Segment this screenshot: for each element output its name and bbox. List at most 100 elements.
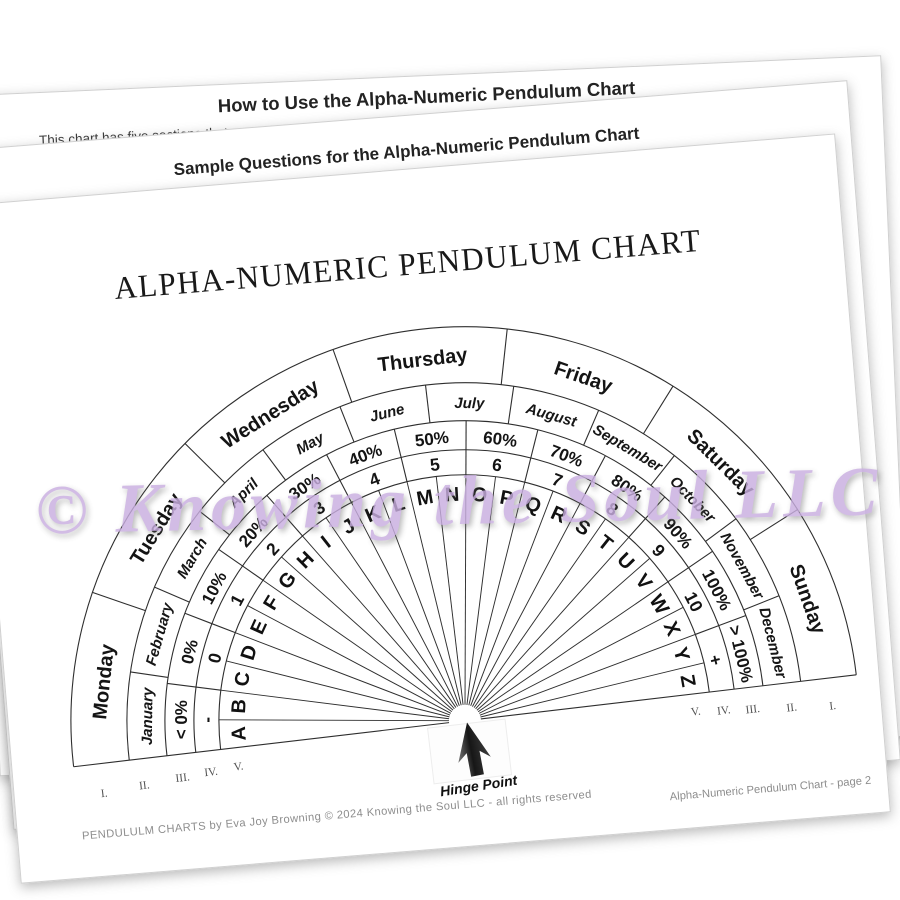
letter-label: O	[471, 484, 488, 507]
letter-label: R	[547, 502, 570, 528]
sector-divider	[285, 516, 303, 537]
ring-numeral: III.	[745, 703, 761, 717]
letter-ray	[468, 482, 526, 706]
letter-label: K	[362, 501, 385, 527]
percent-label: < 0%	[172, 700, 191, 739]
letter-label: Q	[522, 492, 543, 518]
ring-numeral: I.	[829, 700, 837, 713]
ring-numeral: I.	[100, 788, 108, 801]
sector-divider	[339, 406, 355, 443]
sector-divider	[743, 595, 780, 611]
letter-label: F	[259, 592, 284, 614]
percent-label: 70%	[547, 441, 586, 471]
letter-ray	[479, 633, 696, 716]
ring-numeral: V.	[690, 706, 701, 719]
fan-edge-line	[480, 674, 857, 720]
number-label: +	[705, 653, 727, 668]
number-label: 4	[366, 468, 382, 490]
sector-divider	[184, 443, 226, 484]
percent-label: 50%	[414, 428, 450, 451]
letter-label: L	[389, 492, 407, 517]
letter-ray	[226, 660, 450, 718]
sector-divider	[591, 455, 606, 482]
ring-numeral: IV.	[204, 766, 219, 780]
letter-ray	[351, 502, 458, 707]
ring-arc	[70, 326, 857, 767]
letter-label: G	[274, 568, 301, 594]
letter-ray	[220, 689, 450, 720]
letter-ray	[281, 556, 454, 711]
letter-ray	[406, 481, 462, 706]
sector-divider	[339, 480, 352, 503]
sector-divider	[688, 550, 713, 569]
letter-ray	[218, 719, 449, 722]
sector-divider	[524, 457, 532, 483]
sector-divider	[695, 625, 719, 635]
letter-ray	[325, 517, 457, 708]
percent-label: 40%	[346, 440, 385, 470]
letter-ray	[235, 632, 451, 716]
sector-divider	[650, 455, 675, 486]
letter-label: C	[231, 670, 255, 688]
letter-label: S	[571, 515, 594, 541]
letter-label: J	[338, 515, 359, 540]
sector-divider	[242, 565, 264, 581]
ring-numeral: III.	[175, 771, 191, 785]
number-label: -	[197, 717, 217, 723]
letter-label: P	[498, 487, 515, 511]
letter-label: D	[237, 642, 262, 662]
sector-divider	[400, 457, 408, 482]
letter-label: X	[659, 618, 685, 640]
letter-ray	[478, 606, 684, 714]
day-label: Tuesday	[126, 489, 187, 569]
sector-divider	[184, 612, 213, 625]
letter-label: E	[246, 617, 272, 638]
sector-divider	[749, 509, 798, 541]
day-label: Monday	[89, 642, 119, 720]
sector-divider	[195, 686, 221, 691]
letter-ray	[480, 662, 705, 718]
ring-arc	[193, 449, 735, 753]
sector-divider	[92, 591, 146, 612]
day-label: Friday	[551, 357, 616, 398]
letter-ray	[262, 579, 453, 713]
month-label: June	[368, 401, 406, 426]
sector-divider	[718, 614, 747, 627]
month-label: September	[590, 421, 666, 476]
sector-divider	[424, 385, 431, 423]
letter-ray	[378, 490, 460, 706]
letter-ray	[464, 474, 467, 705]
fan-edge-line	[73, 722, 450, 768]
sector-divider	[530, 429, 539, 459]
letter-label: B	[228, 698, 251, 714]
sector-divider	[154, 586, 190, 603]
sector-divider	[645, 496, 666, 519]
letter-ray	[470, 490, 554, 707]
month-label: April	[225, 475, 263, 512]
sector-divider	[167, 682, 197, 688]
sector-divider	[262, 449, 287, 481]
month-label: May	[293, 429, 327, 458]
hinge-arrow-icon	[458, 722, 491, 777]
letter-label: A	[228, 726, 251, 742]
sector-divider	[705, 518, 737, 542]
number-label: 9	[648, 540, 670, 561]
letter-label: N	[444, 484, 460, 507]
ring-numeral: V.	[233, 761, 244, 774]
letter-label: Z	[675, 673, 699, 689]
month-label: January	[139, 687, 157, 745]
letter-ray	[476, 558, 651, 711]
letter-ray	[435, 476, 464, 705]
sector-divider	[583, 410, 600, 446]
sector-divider	[332, 349, 353, 403]
letter-label: H	[293, 547, 319, 573]
sector-divider	[266, 495, 287, 518]
letter-ray	[475, 536, 630, 710]
letter-ray	[477, 581, 669, 713]
letter-ray	[247, 605, 452, 714]
sector-divider	[500, 328, 508, 385]
letter-ray	[472, 503, 581, 707]
letter-label: I	[317, 532, 335, 553]
month-label: August	[523, 400, 579, 431]
